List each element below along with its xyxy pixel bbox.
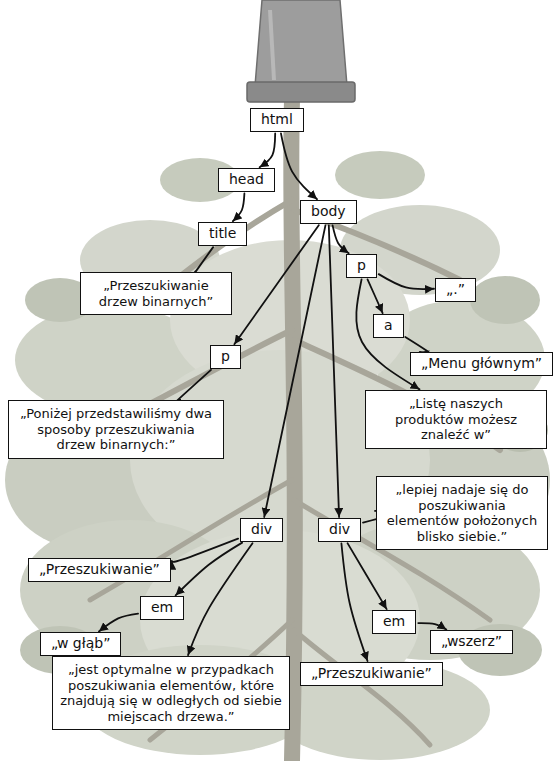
flower-pot	[247, 0, 355, 102]
element-tag-box: „.”	[435, 278, 476, 302]
node-text: „w głąb”	[51, 635, 110, 653]
tree-arrow	[329, 225, 339, 517]
node-text: div	[329, 521, 350, 539]
element-tag-box: „w głąb”	[40, 632, 121, 656]
text-node-box: „Przeszukiwanie drzew binarnych”	[80, 272, 232, 315]
foliage	[5, 151, 550, 760]
element-tag-box: p	[346, 254, 377, 278]
text-node-box: „Listę naszych produktów możesz znaleźć …	[365, 390, 547, 449]
element-tag-box: „Przeszukiwanie”	[300, 662, 443, 686]
tree-arrow	[333, 225, 349, 253]
node-text: „.”	[446, 281, 465, 299]
node-text: „Listę naszych produktów możesz znaleźć …	[373, 396, 539, 443]
element-tag-box: head	[218, 168, 275, 192]
tree-arrow	[188, 543, 252, 655]
node-text: „Przeszukiwanie”	[311, 665, 432, 683]
tree-arrow	[348, 543, 387, 609]
node-text: em	[383, 613, 405, 631]
element-tag-box: html	[250, 108, 304, 132]
node-text: „Menu głównym”	[421, 355, 542, 373]
text-node-box: „lepiej nadaje się do poszukiwania eleme…	[376, 476, 548, 550]
element-tag-box: em	[372, 610, 416, 634]
tree-arrow	[418, 623, 446, 630]
tree-arrow	[264, 225, 325, 517]
node-text: body	[311, 203, 346, 221]
element-tag-box: „Przeszukiwanie”	[28, 558, 171, 582]
tree-arrow	[368, 279, 383, 313]
node-text: em	[151, 599, 173, 617]
tree-arrow	[379, 274, 434, 289]
node-text: „jest optymalne w przypadkach poszukiwan…	[60, 662, 282, 724]
tree-arrow	[174, 370, 211, 404]
text-node-box: „jest optymalne w przypadkach poszukiwan…	[52, 656, 290, 730]
element-tag-box: p	[210, 345, 241, 369]
node-text: „Poniżej przedstawiliśmy dwa sposoby prz…	[16, 406, 216, 453]
tree-arrow	[176, 543, 243, 596]
element-tag-box: „wszerz”	[430, 630, 513, 654]
element-tag-box: „Menu głównym”	[410, 352, 553, 376]
node-text: head	[229, 171, 264, 189]
element-tag-box: em	[140, 596, 184, 620]
node-text: „wszerz”	[441, 633, 502, 651]
element-tag-box: title	[198, 222, 247, 246]
node-text: title	[209, 225, 236, 243]
element-tag-box: body	[300, 200, 357, 224]
node-text: „Przeszukiwanie”	[39, 561, 160, 579]
node-text: p	[221, 348, 230, 366]
tree-arrow	[99, 614, 138, 632]
node-text: a	[384, 317, 393, 335]
text-node-box: „Poniżej przedstawiliśmy dwa sposoby prz…	[8, 400, 224, 459]
node-text: „Przeszukiwanie drzew binarnych”	[88, 278, 224, 309]
node-text: „lepiej nadaje się do poszukiwania eleme…	[384, 482, 540, 544]
tree-arrow	[194, 247, 213, 273]
tree-arrow	[233, 193, 245, 221]
tree-arrow	[341, 543, 367, 661]
tree-arrow	[281, 133, 317, 199]
element-tag-box: div	[318, 518, 361, 542]
node-text: html	[261, 111, 293, 129]
element-tag-box: a	[373, 314, 404, 338]
node-text: div	[251, 521, 272, 539]
node-text: p	[357, 257, 366, 275]
tree-arrow	[260, 133, 276, 167]
element-tag-box: div	[240, 518, 283, 542]
